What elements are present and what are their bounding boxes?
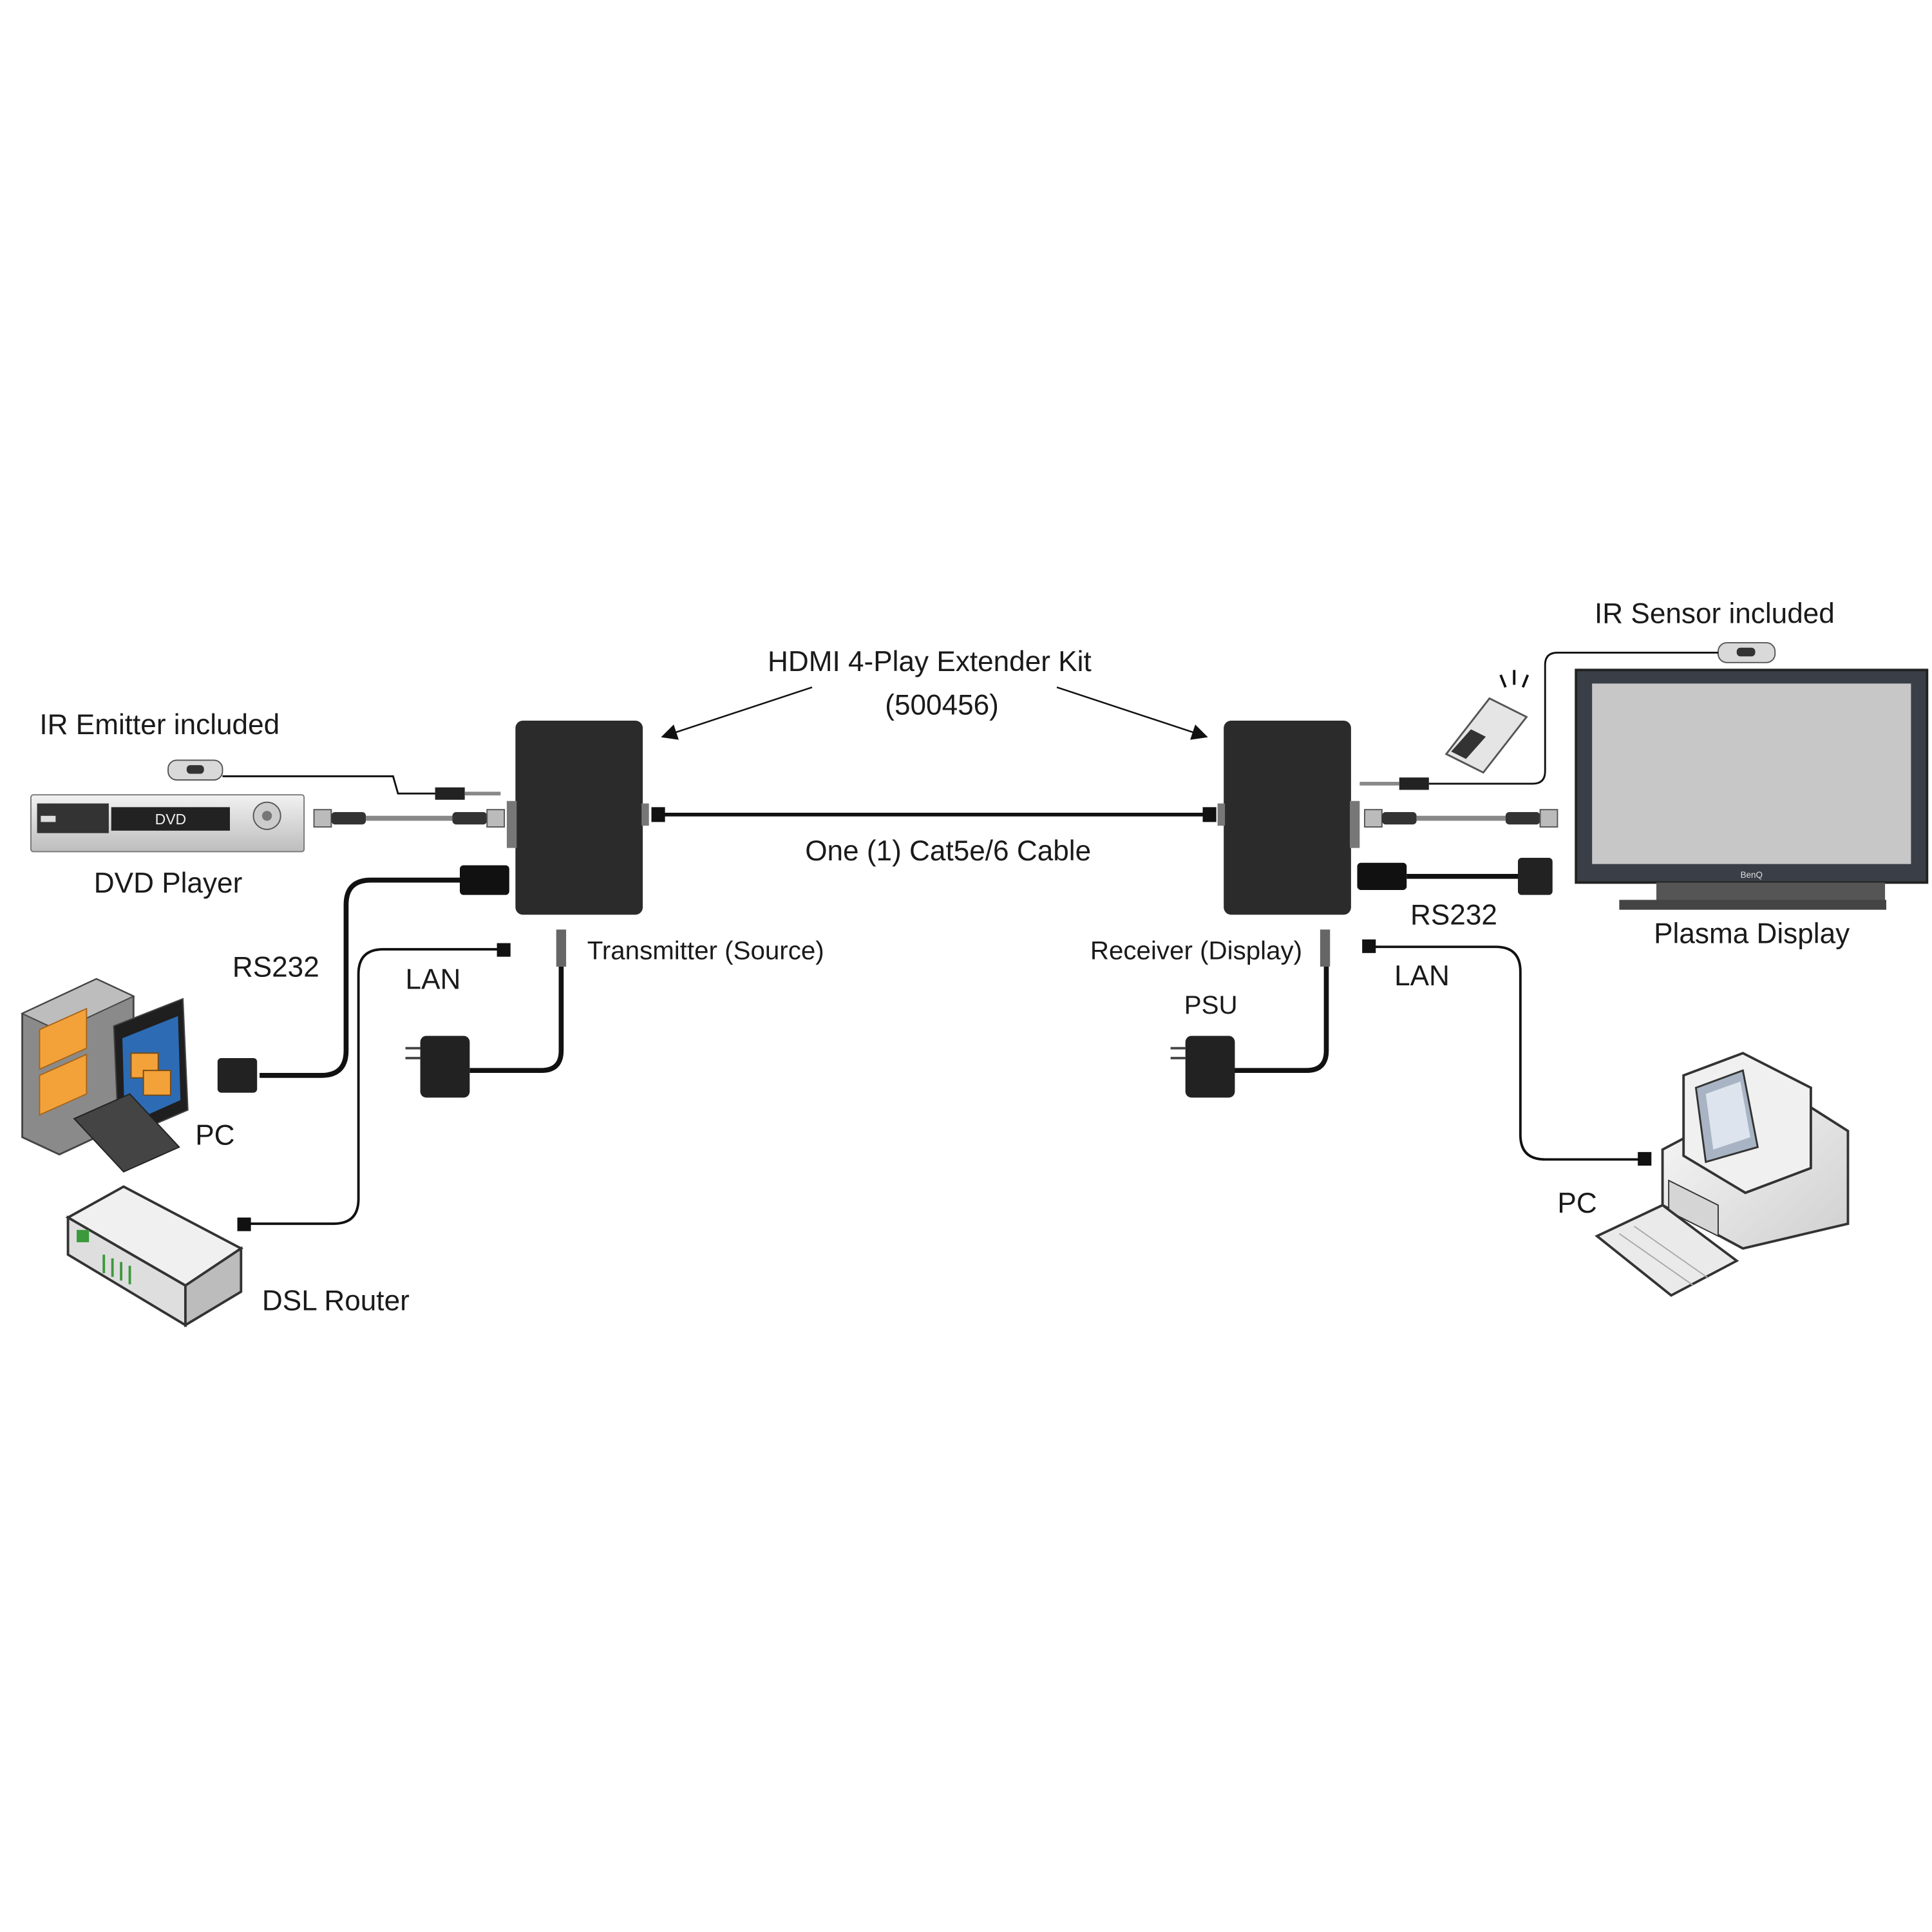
kit-title-line1: HDMI 4-Play Extender Kit	[768, 646, 1092, 677]
remote-control-icon	[1444, 697, 1528, 774]
rs232-pc-connector	[217, 1057, 258, 1093]
lan-left: LAN	[237, 943, 511, 1231]
kit-title-line2: (500456)	[885, 689, 999, 721]
dvd-display	[111, 807, 231, 831]
receiver-cat-port	[1217, 803, 1226, 826]
left-pc: PC	[21, 978, 235, 1173]
transmitter-psu	[405, 966, 564, 1098]
rs232-right-label: RS232	[1410, 900, 1497, 931]
psu-left-icon	[420, 1036, 470, 1098]
left-pc-label: PC	[195, 1119, 234, 1151]
dsl-router: DSL Router	[65, 1185, 410, 1327]
cable-label: One (1) Cat5e/6 Cable	[805, 835, 1091, 867]
rs232-right: RS232	[1357, 858, 1553, 931]
dvd-player-label: DVD Player	[94, 867, 242, 899]
transmitter-side-port	[506, 800, 517, 848]
lan-left-label: LAN	[406, 964, 461, 996]
lan-right: LAN	[1362, 939, 1652, 1166]
cat5-plug-right	[1202, 807, 1217, 822]
dvd-player: DVD DVD Player	[30, 794, 506, 899]
receiver-box	[1224, 721, 1351, 915]
receiver-unit	[1217, 721, 1360, 967]
ir-sensor-jack	[1399, 777, 1429, 790]
cat5-plug-left	[651, 807, 665, 822]
arrow-to-transmitter	[661, 686, 813, 740]
ir-sensor-label: IR Sensor included	[1595, 598, 1835, 629]
ir-sensor: IR Sensor included	[1359, 598, 1835, 790]
rs232-right-connector	[1357, 862, 1407, 890]
receiver-label: Receiver (Display)	[1090, 936, 1302, 965]
plasma-display-label: Plasma Display	[1654, 918, 1850, 949]
transmitter-box	[515, 721, 643, 915]
receiver-side-port	[1349, 800, 1360, 848]
display-brand: BenQ	[1741, 870, 1763, 880]
transmitter-power-port	[556, 929, 567, 967]
ir-emitter-label: IR Emitter included	[39, 709, 279, 741]
rs232-left-label: RS232	[232, 951, 319, 983]
router-led-icon	[77, 1229, 90, 1242]
plasma-screen	[1592, 683, 1911, 864]
cat5-cable: One (1) Cat5e/6 Cable	[651, 807, 1217, 867]
rs232-left-connector	[460, 865, 509, 895]
ir-emitter: IR Emitter included	[39, 709, 501, 800]
left-pc-drive-icon	[39, 1007, 88, 1070]
right-pc: PC	[1557, 1052, 1850, 1297]
hdmi-right	[1364, 809, 1558, 828]
ir-emitter-jack	[435, 787, 465, 800]
psu-right-icon	[1185, 1036, 1235, 1098]
dvd-face-label: DVD	[155, 811, 187, 828]
plasma-display: BenQ Plasma Display	[1575, 668, 1929, 949]
rs232-left: RS232	[217, 865, 509, 1093]
transmitter-label: Transmitter (Source)	[587, 936, 824, 965]
psu-label: PSU	[1184, 990, 1238, 1019]
dsl-router-label: DSL Router	[262, 1285, 410, 1317]
transmitter-unit	[506, 721, 649, 967]
receiver-power-port	[1320, 929, 1331, 967]
left-pc-keyboard	[73, 1093, 180, 1173]
transmitter-cat-port	[641, 803, 649, 826]
receiver-psu	[1170, 966, 1329, 1098]
arrow-to-receiver	[1056, 686, 1208, 740]
kit-title: HDMI 4-Play Extender Kit (500456)	[661, 646, 1208, 740]
right-pc-label: PC	[1557, 1188, 1596, 1219]
lan-right-label: LAN	[1394, 960, 1450, 992]
